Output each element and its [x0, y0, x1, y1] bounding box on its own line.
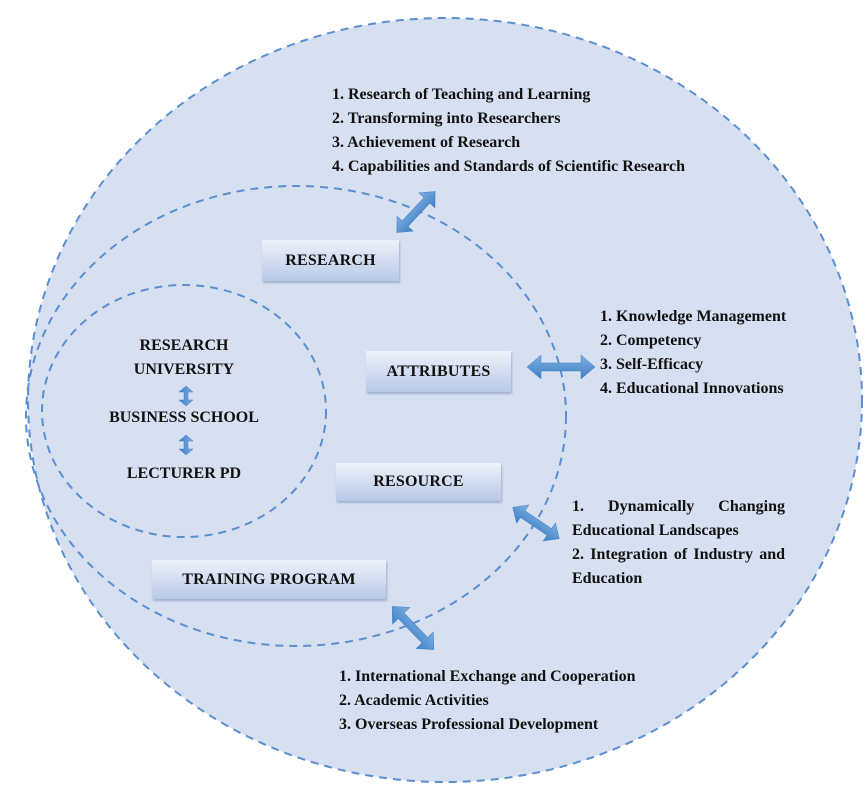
- core-label-university: UNIVERSITY: [133, 361, 235, 378]
- list-item: 3. Overseas Professional Development: [339, 716, 599, 733]
- double-arrow-icon: [178, 434, 194, 456]
- research-list: 1. Research of Teaching and Learning 2. …: [332, 83, 685, 179]
- double-arrow-icon: [178, 385, 194, 407]
- list-item: 2. Transforming into Researchers: [332, 110, 561, 127]
- double-arrow-icon: [526, 354, 596, 380]
- list-item: 1. Dynamically Changing Educational Land…: [572, 498, 785, 539]
- resource-list: 1. Dynamically Changing Educational Land…: [572, 495, 785, 591]
- resource-box: RESOURCE: [336, 463, 501, 501]
- core-label-lecturer-pd: LECTURER PD: [126, 465, 242, 482]
- inner-circle: [41, 284, 327, 538]
- list-item: 4. Educational Innovations: [600, 380, 784, 397]
- attributes-list: 1. Knowledge Management 2. Competency 3.…: [600, 305, 786, 401]
- list-item: 3. Achievement of Research: [332, 134, 521, 151]
- training-list: 1. International Exchange and Cooperatio…: [339, 665, 635, 737]
- list-item: 2. Integration of Industry and Education: [572, 546, 785, 587]
- list-item: 2. Academic Activities: [339, 692, 489, 709]
- core-label-business-school: BUSINESS SCHOOL: [109, 409, 259, 426]
- middle-circle: [25, 185, 567, 647]
- list-item: 2. Competency: [600, 332, 702, 349]
- research-box: RESEARCH: [262, 240, 399, 281]
- list-item: 1. International Exchange and Cooperatio…: [339, 668, 636, 685]
- double-arrow-icon: [396, 191, 436, 233]
- list-item: 1. Knowledge Management: [600, 308, 787, 325]
- attributes-box: ATTRIBUTES: [366, 351, 511, 392]
- core-label-research: RESEARCH: [139, 337, 229, 354]
- training-program-box: TRAINING PROGRAM: [152, 560, 386, 599]
- double-arrow-icon: [391, 606, 435, 650]
- double-arrow-icon: [512, 504, 560, 542]
- list-item: 3. Self-Efficacy: [600, 356, 704, 373]
- list-item: 1. Research of Teaching and Learning: [332, 86, 591, 103]
- list-item: 4. Capabilities and Standards of Scienti…: [332, 158, 686, 175]
